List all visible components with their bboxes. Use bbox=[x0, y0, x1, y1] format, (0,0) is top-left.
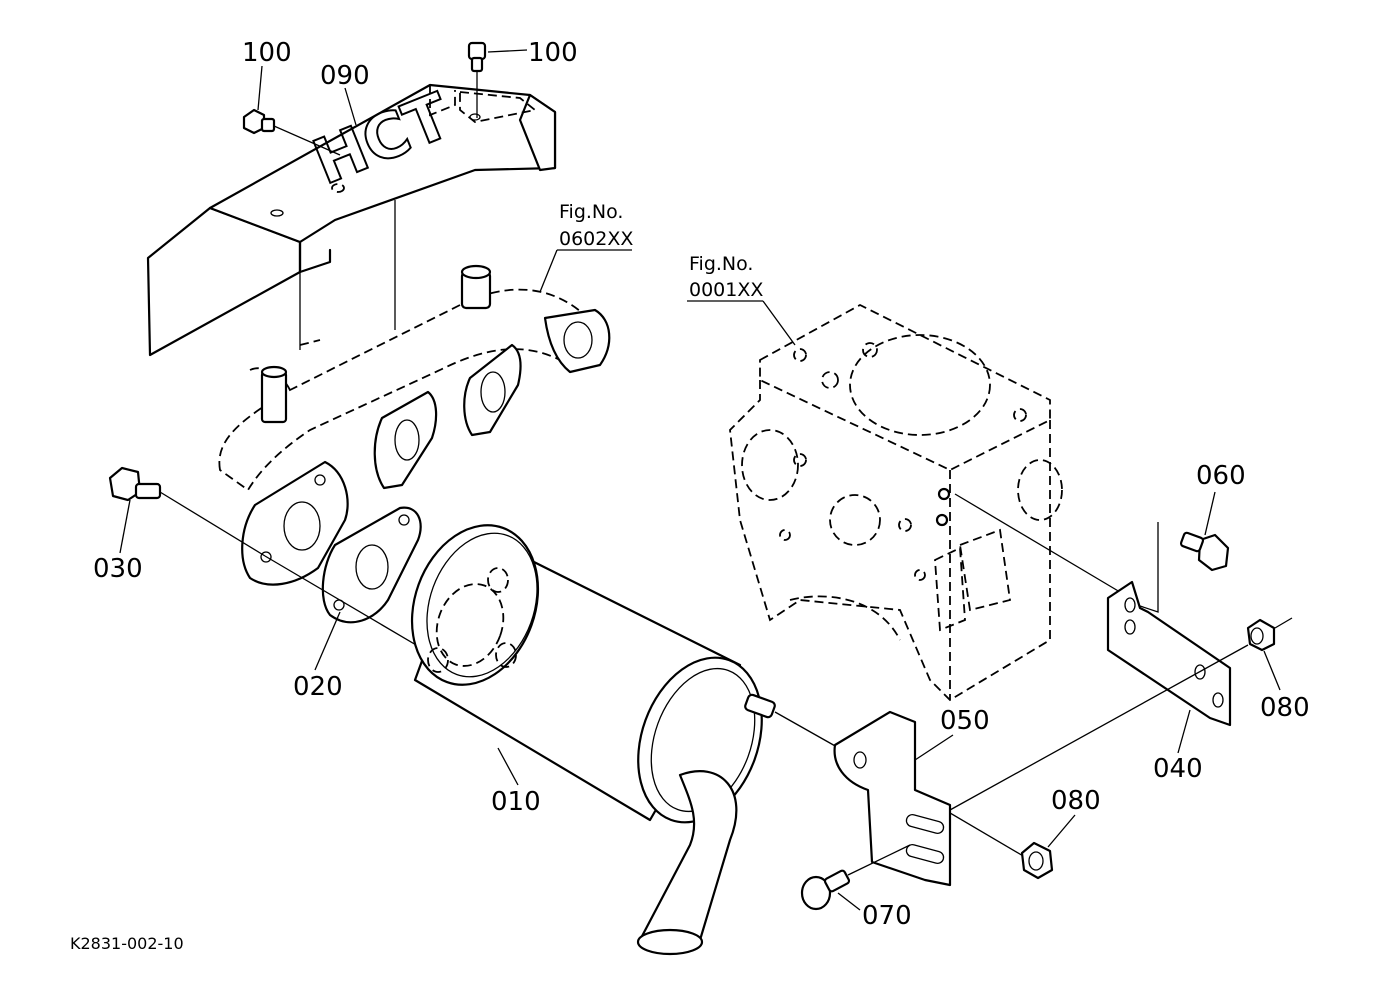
bolt-100-top bbox=[467, 41, 487, 118]
nut-080-right bbox=[949, 617, 1293, 811]
bolt-070 bbox=[800, 844, 911, 911]
callout-010: 010 bbox=[491, 787, 541, 817]
exhaust-manifold bbox=[218, 264, 611, 586]
bracket-050 bbox=[833, 710, 952, 887]
fig-ref-number: 0001XX bbox=[689, 279, 763, 301]
gasket bbox=[321, 506, 422, 624]
callout-labels: 100 100 090 030 020 010 060 080 040 050 … bbox=[93, 38, 1310, 931]
callout-100-left: 100 bbox=[242, 38, 292, 68]
callout-070: 070 bbox=[862, 901, 912, 931]
nut-080-bottom bbox=[1020, 841, 1054, 880]
figure-reference-engine: Fig.No. 0001XX bbox=[689, 253, 763, 301]
bracket-040 bbox=[1106, 580, 1232, 727]
heat-shield: HCT bbox=[146, 78, 557, 357]
callout-020: 020 bbox=[293, 672, 343, 702]
bolt-100-left bbox=[242, 108, 341, 156]
callout-090: 090 bbox=[320, 61, 370, 91]
bolt-060 bbox=[1139, 522, 1230, 613]
callout-080-right: 080 bbox=[1260, 693, 1310, 723]
callout-030: 030 bbox=[93, 554, 143, 584]
engine-block bbox=[729, 303, 1126, 702]
fig-ref-number: 0602XX bbox=[559, 228, 633, 250]
callout-060: 060 bbox=[1196, 461, 1246, 491]
muffler bbox=[410, 524, 1031, 956]
figure-reference-manifold: Fig.No. 0602XX bbox=[559, 201, 633, 250]
drawing-code: K2831-002-10 bbox=[70, 934, 184, 953]
callout-100-top: 100 bbox=[528, 38, 578, 68]
callout-040: 040 bbox=[1153, 754, 1203, 784]
callout-050: 050 bbox=[940, 706, 990, 736]
callout-080-bottom: 080 bbox=[1051, 786, 1101, 816]
fig-ref-label: Fig.No. bbox=[689, 253, 753, 275]
leader-lines bbox=[119, 49, 1281, 911]
fig-ref-label: Fig.No. bbox=[559, 201, 623, 223]
